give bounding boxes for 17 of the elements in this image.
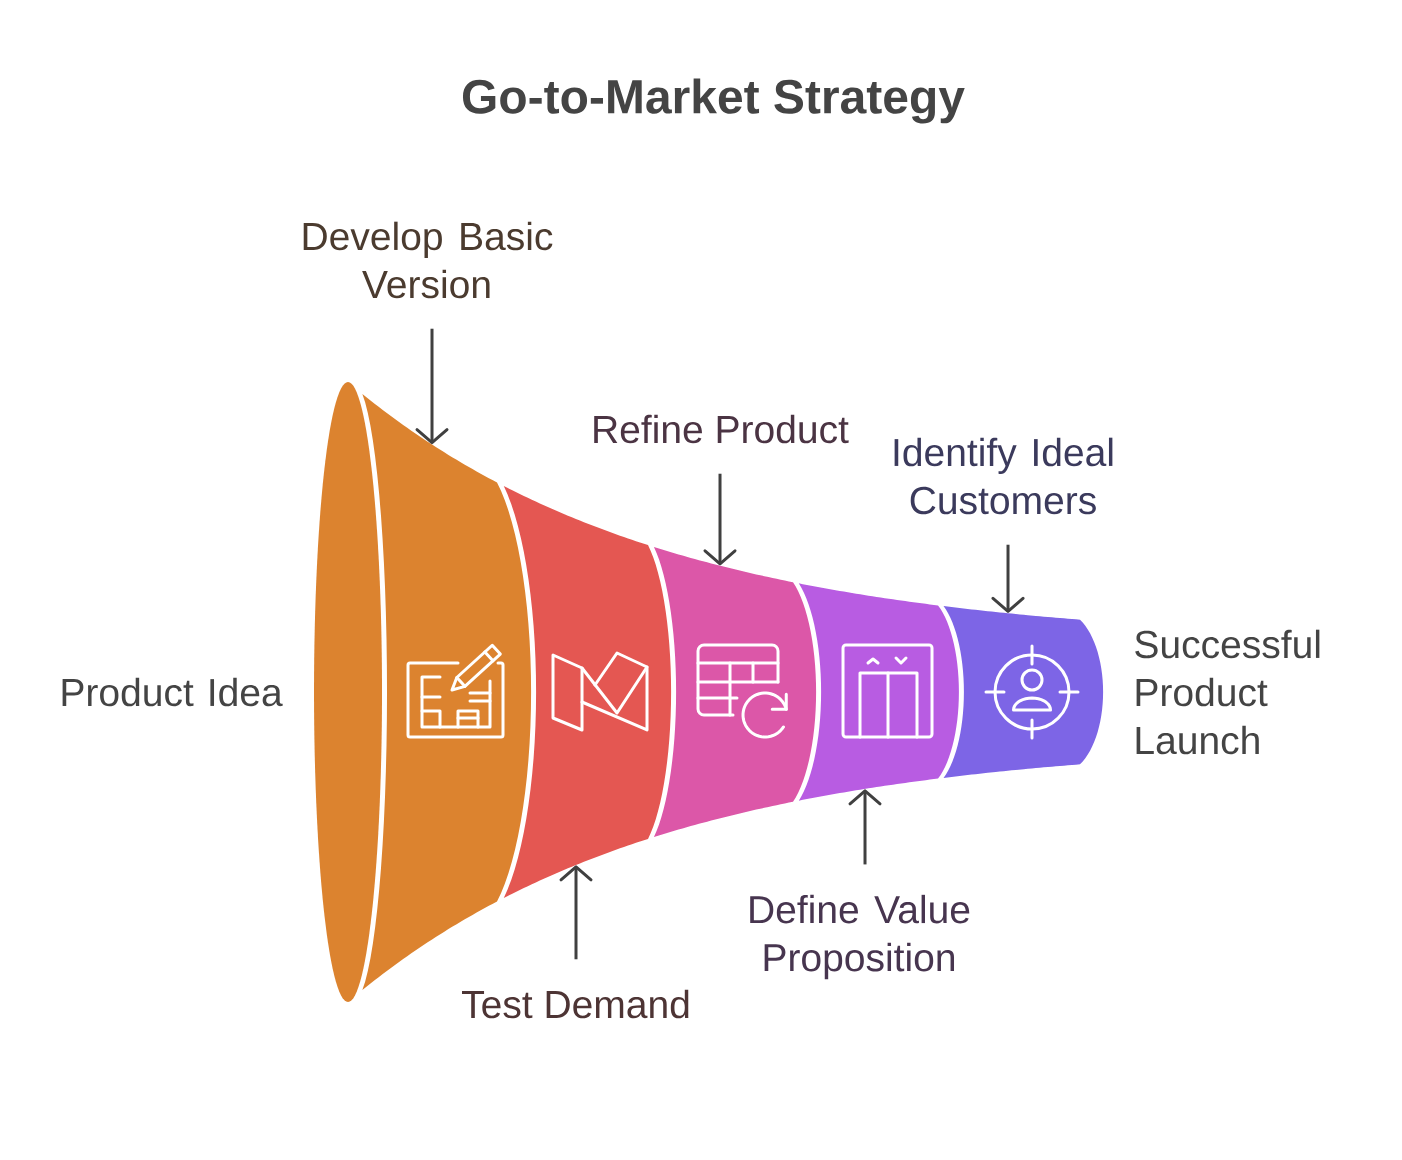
funnel-segment: [943, 606, 1104, 778]
title: Go-to-Market Strategy: [462, 78, 965, 124]
step-label: Identify Ideal Customers: [894, 437, 1113, 515]
funnel-segment: [653, 546, 817, 838]
step-label: Develop Basic Version: [303, 221, 553, 299]
arrow: [703, 473, 737, 566]
step-label: Refine Product: [594, 414, 849, 444]
funnel-segment: [503, 486, 672, 898]
side-label: Product Idea: [62, 677, 283, 707]
side-label: Successful Product Launch: [1135, 629, 1320, 755]
arrow: [991, 544, 1025, 613]
arrow: [559, 865, 593, 960]
arrow: [415, 328, 449, 445]
step-label: Define Value Proposition: [750, 894, 970, 980]
funnel-segment: [798, 583, 959, 801]
step-label: Test Demand: [462, 989, 689, 1019]
arrow: [848, 789, 882, 865]
